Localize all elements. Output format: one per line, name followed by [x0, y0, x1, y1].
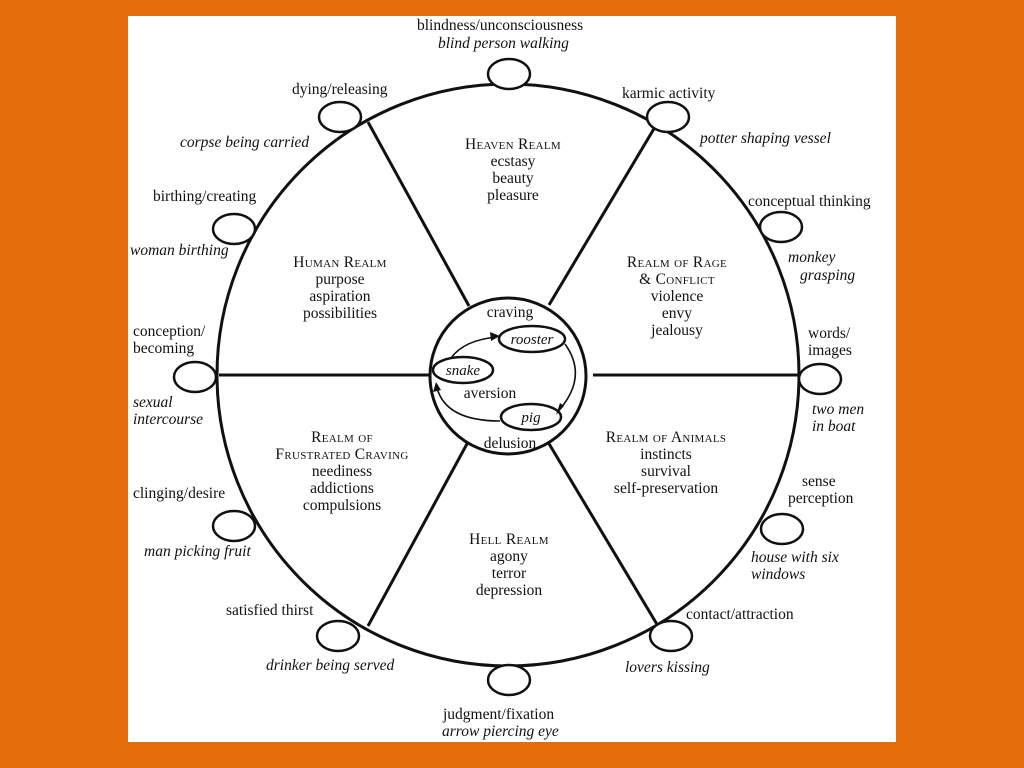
- realm-frustrated-craving-title-1: Realm of: [311, 429, 373, 446]
- arrow-head-rooster: [490, 332, 500, 341]
- arrow-rooster-to-pig: [559, 343, 577, 410]
- link-clinging-image: man picking fruit: [144, 543, 251, 560]
- rooster-oval: [497, 324, 567, 354]
- realm-rage-title-2: & Conflict: [639, 271, 715, 288]
- realm-hell-title: Hell Realm: [469, 531, 549, 548]
- link-words-name-2: images: [808, 342, 852, 359]
- realm-frustrated-craving: Realm of Frustrated Craving neediness ad…: [275, 429, 408, 514]
- realm-rage-line-1: violence: [650, 288, 704, 305]
- link-circle-birthing: [211, 212, 257, 246]
- link-thirst-image: drinker being served: [266, 657, 395, 674]
- realm-human: Human Realm purpose aspiration possibili…: [293, 254, 386, 322]
- link-circle-contact: [648, 619, 694, 653]
- realm-human-line-3: possibilities: [302, 305, 378, 322]
- link-conceptual-image-2: grasping: [800, 267, 856, 284]
- hub-craving-label: craving: [487, 304, 534, 321]
- link-blindness-name: blindness/unconsciousness: [417, 17, 584, 34]
- realm-heaven: Heaven Realm ecstasy beauty pleasure: [465, 136, 561, 204]
- realm-frustrated-craving-title-2: Frustrated Craving: [275, 446, 409, 463]
- link-dying-image: corpse being carried: [180, 134, 310, 151]
- pig-oval: [499, 402, 563, 432]
- arrow-head-pig: [556, 403, 564, 415]
- link-judgment-image: arrow piercing eye: [442, 723, 559, 740]
- link-sense-image-2: windows: [751, 566, 806, 583]
- realm-animals-title: Realm of Animals: [605, 429, 727, 446]
- link-contact-name: contact/attraction: [686, 606, 794, 623]
- link-blindness-image: blind person walking: [438, 35, 569, 52]
- realm-frustrated-craving-line-2: addictions: [310, 480, 374, 497]
- realm-hell: Hell Realm agony terror depression: [469, 531, 549, 599]
- realm-human-line-2: aspiration: [309, 288, 371, 305]
- hub-pig-label: pig: [520, 410, 541, 426]
- wheel-of-life-diagram: craving rooster snake aversion pig delus…: [172, 57, 843, 697]
- realm-human-title: Human Realm: [293, 254, 387, 271]
- link-conceptual-name: conceptual thinking: [748, 193, 871, 210]
- link-circle-blindness: [486, 57, 532, 91]
- link-words-name-1: words/: [808, 325, 851, 342]
- link-words-image-1: two men: [812, 401, 865, 418]
- spoke-lower-left: [366, 441, 470, 627]
- realm-rage-line-2: envy: [661, 305, 693, 322]
- link-words-image-2: in boat: [812, 418, 856, 435]
- link-contact-image: lovers kissing: [625, 659, 710, 676]
- arrow-pig-to-snake: [436, 387, 501, 422]
- link-birthing-image: woman birthing: [130, 242, 229, 259]
- hub-snake-label: snake: [446, 363, 480, 379]
- diagram-panel: craving rooster snake aversion pig delus…: [128, 16, 896, 742]
- realm-frustrated-craving-line-3: compulsions: [302, 497, 382, 514]
- link-circle-dying: [317, 100, 363, 134]
- realm-frustrated-craving-line-1: neediness: [311, 463, 373, 480]
- link-thirst-name: satisfied thirst: [226, 602, 314, 619]
- realm-rage-line-3: jealousy: [651, 322, 703, 339]
- realm-human-line-1: purpose: [315, 271, 365, 288]
- link-karmic-image: potter shaping vessel: [700, 130, 831, 147]
- link-judgment-name: judgment/fixation: [443, 706, 555, 723]
- link-circle-karmic: [645, 100, 691, 134]
- link-clinging-name: clinging/desire: [133, 485, 226, 502]
- link-circle-judgment: [486, 663, 532, 697]
- arrow-head-snake: [433, 382, 441, 392]
- link-dying-name: dying/releasing: [292, 81, 388, 98]
- link-conception-image-1: sexual: [133, 394, 173, 411]
- hub-rooster-label: rooster: [511, 332, 554, 348]
- realm-heaven-line-3: pleasure: [487, 187, 539, 204]
- realm-rage-title-1: Realm of Rage: [626, 254, 728, 271]
- link-conception-name-2: becoming: [133, 340, 195, 357]
- realm-animals-line-3: self-preservation: [613, 480, 719, 497]
- realm-hell-line-3: depression: [475, 582, 543, 599]
- hub-delusion-label: delusion: [484, 435, 537, 452]
- link-circle-conceptual: [758, 210, 804, 244]
- spoke-lower-right: [546, 441, 660, 627]
- snake-oval: [431, 355, 495, 385]
- link-circle-sense: [759, 512, 805, 546]
- link-conception-name-1: conception/: [133, 323, 206, 340]
- realm-heaven-line-2: beauty: [492, 170, 534, 187]
- realm-rage: Realm of Rage & Conflict violence envy j…: [627, 254, 727, 339]
- realm-hell-line-2: terror: [491, 565, 527, 582]
- spoke-upper-right: [547, 121, 660, 306]
- realm-heaven-title: Heaven Realm: [464, 136, 562, 153]
- link-sense-name-1: sense: [802, 473, 836, 490]
- link-circle-clinging: [211, 509, 257, 543]
- link-conceptual-image-1: monkey: [788, 249, 836, 266]
- realm-hell-line-1: agony: [490, 548, 528, 565]
- link-sense-name-2: perception: [788, 490, 854, 507]
- spoke-upper-left: [366, 121, 471, 307]
- link-birthing-name: birthing/creating: [153, 188, 257, 205]
- link-sense-image-1: house with six: [751, 549, 839, 566]
- link-circle-words: [797, 362, 843, 396]
- link-circle-thirst: [315, 619, 361, 653]
- link-karmic-name: karmic activity: [622, 85, 716, 102]
- link-conception-image-2: intercourse: [133, 411, 204, 428]
- realm-animals-line-2: survival: [641, 463, 691, 480]
- link-circle-conception: [172, 360, 218, 394]
- realm-heaven-line-1: ecstasy: [490, 153, 536, 170]
- hub-aversion-label: aversion: [464, 385, 517, 402]
- realm-animals-line-1: instincts: [640, 446, 692, 463]
- realm-animals: Realm of Animals instincts survival self…: [606, 429, 727, 497]
